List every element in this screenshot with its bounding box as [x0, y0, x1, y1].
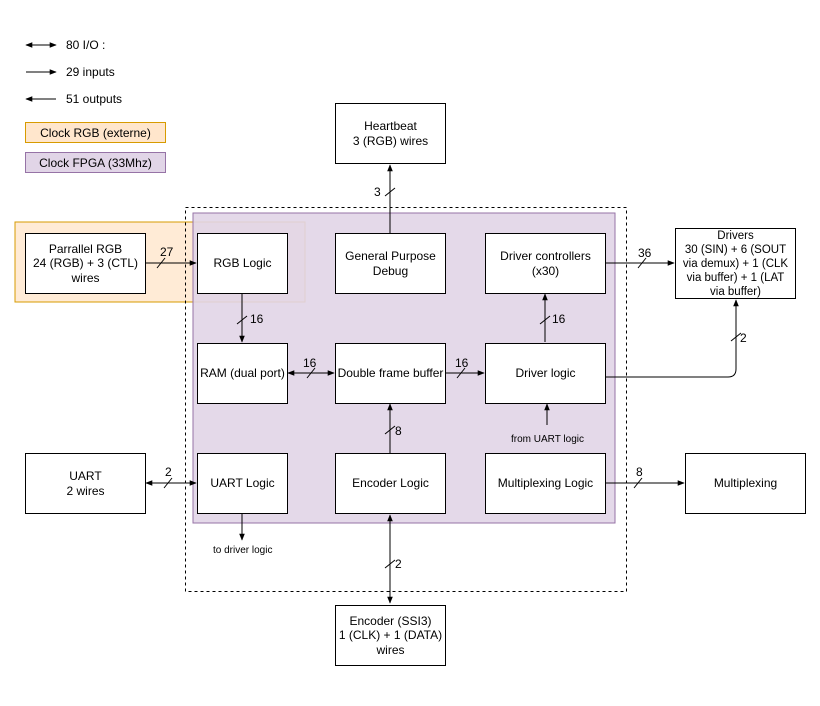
bus-slash: [456, 367, 466, 379]
encoder-logic-block: Encoder Logic: [335, 453, 446, 514]
legend-inputs-label: 29 inputs: [66, 65, 115, 79]
legend-io-label: 80 I/O :: [66, 38, 106, 52]
fpga-boundary: [185, 207, 627, 592]
bus-slash: [156, 257, 166, 269]
from-uart-note: from UART logic: [511, 434, 584, 445]
uart-block: UART 2 wires: [25, 453, 146, 514]
bus-slash: [306, 367, 316, 379]
drivers-block: Drivers 30 (SIN) + 6 (SOUT via demux) + …: [675, 228, 796, 299]
bus-slash: [633, 477, 643, 489]
bus-slash: [384, 187, 396, 197]
bus-slash: [384, 425, 396, 435]
ram-buffer-bus-width: 16: [303, 356, 317, 370]
encoder-bus-width: 2: [395, 557, 402, 571]
bus-slash: [730, 332, 742, 342]
encoder-buffer-bus-width: 8: [395, 424, 402, 438]
gp-debug-block: General Purpose Debug: [335, 233, 446, 294]
driver-controllers-block: Driver controllers (x30): [485, 233, 606, 294]
driver-drivers-bus-width: 2: [740, 331, 747, 345]
heartbeat-bus-width: 3: [374, 185, 381, 199]
legend-clock-fpga: Clock FPGA (33Mhz): [25, 152, 166, 173]
to-driver-note: to driver logic: [213, 545, 273, 556]
driver-logic-block: Driver logic: [485, 343, 606, 404]
parallel-rgb-block: Parrallel RGB 24 (RGB) + 3 (CTL) wires: [25, 233, 146, 294]
uart-logic-block: UART Logic: [197, 453, 288, 514]
multiplexing-bus-width: 8: [636, 465, 643, 479]
driver-to-drivers-line: [605, 299, 739, 378]
buffer-driver-bus-width: 16: [455, 356, 469, 370]
bus-slash: [236, 315, 248, 325]
parallel-rgb-bus-width: 27: [160, 245, 174, 259]
legend-outputs-label: 51 outputs: [66, 92, 123, 106]
ram-block: RAM (dual port): [197, 343, 288, 404]
multiplexing-logic-block: Multiplexing Logic: [485, 453, 606, 514]
controllers-bus-width: 36: [638, 246, 652, 260]
bus-slash: [384, 559, 396, 569]
driver-controllers-bus-width: 16: [552, 312, 566, 326]
encoder-block: Encoder (SSI3) 1 (CLK) + 1 (DATA) wires: [335, 605, 446, 666]
bus-slash: [637, 257, 647, 269]
rgb-ram-bus-width: 16: [250, 312, 264, 326]
bus-slash: [163, 477, 173, 489]
multiplexing-block: Multiplexing: [685, 453, 806, 514]
legend-clock-rgb: Clock RGB (externe): [25, 122, 166, 143]
bus-slash: [539, 315, 551, 325]
rgb-logic-block: RGB Logic: [197, 233, 288, 294]
double-frame-buffer-block: Double frame buffer: [335, 343, 446, 404]
heartbeat-block: Heartbeat 3 (RGB) wires: [335, 103, 446, 164]
uart-bus-width: 2: [165, 465, 172, 479]
